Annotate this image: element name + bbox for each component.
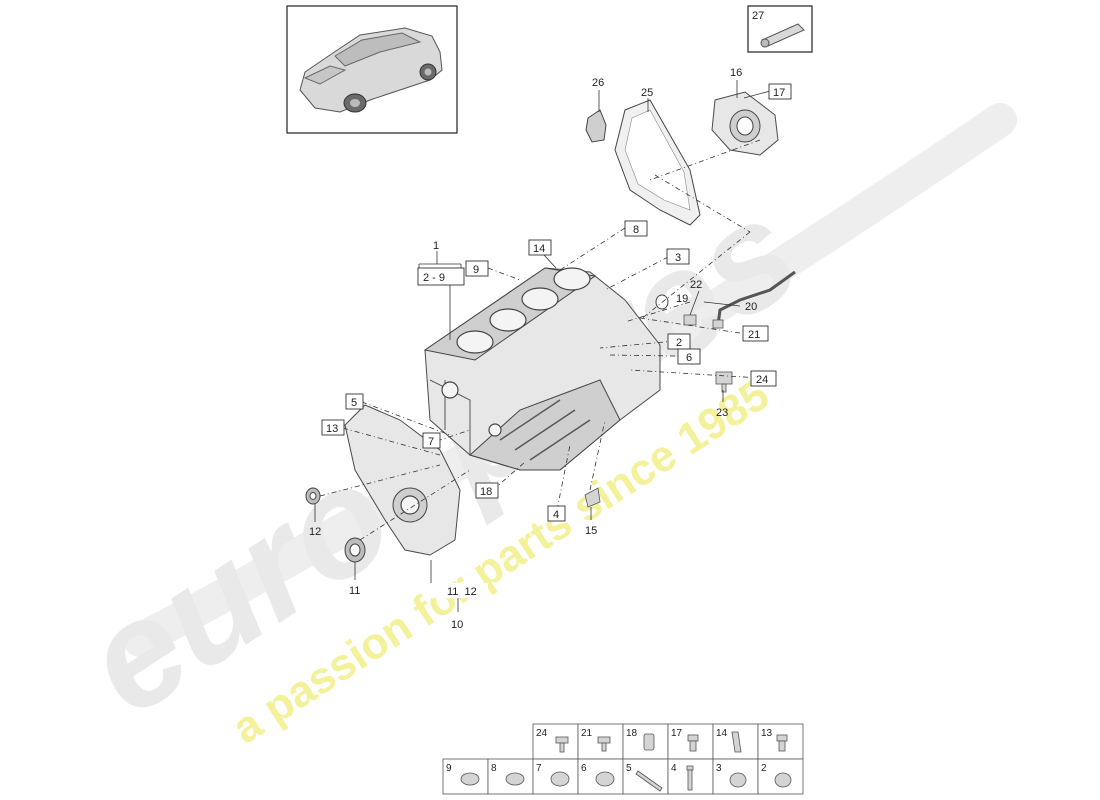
svg-text:9: 9 — [473, 264, 479, 276]
svg-text:3: 3 — [716, 763, 722, 774]
sealant-part-box: 27 — [747, 5, 813, 53]
callout-8: 8 — [624, 220, 648, 237]
callout-9: 9 — [465, 260, 489, 277]
svg-text:17: 17 — [671, 728, 683, 739]
callout-11-12: 11 12 — [430, 583, 488, 598]
svg-text:8: 8 — [633, 224, 639, 236]
sealant-tube-icon — [760, 23, 805, 48]
rear-gasket — [614, 99, 701, 226]
svg-text:7: 7 — [428, 436, 434, 448]
callouts: 1 2 - 9 9 14 8 3 2 6 — [309, 67, 792, 631]
legend-cell-2: 2 — [757, 758, 804, 795]
legend-cell-6: 6 — [577, 758, 624, 795]
callout-10: 10 — [451, 619, 463, 631]
legend-cell-8: 8 — [487, 758, 534, 795]
legend-cell-5: 5 — [622, 758, 669, 795]
bracket-26 — [585, 109, 607, 143]
legend-cell-18: 18 — [622, 723, 669, 760]
svg-text:7: 7 — [536, 763, 542, 774]
svg-text:2: 2 — [761, 763, 767, 774]
svg-text:6: 6 — [686, 352, 692, 364]
svg-text:21: 21 — [748, 329, 760, 341]
svg-text:14: 14 — [716, 728, 728, 739]
callout-24: 24 — [750, 370, 777, 387]
callout-20: 20 — [745, 301, 757, 313]
legend-cell-9: 9 — [442, 758, 489, 795]
callout-16: 16 — [730, 67, 742, 79]
svg-text:2 - 9: 2 - 9 — [423, 272, 445, 284]
svg-text:11 12: 11 12 — [447, 586, 477, 598]
sensor-22 — [683, 314, 697, 326]
engine-block — [423, 267, 661, 471]
callout-11: 11 — [349, 585, 360, 597]
callout-19: 19 — [676, 293, 688, 305]
svg-text:6: 6 — [581, 763, 587, 774]
callout-18: 18 — [475, 482, 499, 499]
callout-4: 4 — [547, 505, 566, 522]
svg-text:13: 13 — [326, 423, 338, 435]
svg-text:13: 13 — [761, 728, 773, 739]
svg-text:21: 21 — [581, 728, 593, 739]
svg-text:18: 18 — [626, 728, 638, 739]
callout-25: 25 — [641, 87, 653, 99]
svg-text:14: 14 — [533, 243, 545, 255]
callout-6: 6 — [677, 348, 701, 365]
legend-cell-24: 24 — [532, 723, 579, 760]
sensor-23 — [715, 371, 733, 393]
rear-seal-housing — [711, 91, 779, 156]
legend-grid: 24 21 18 17 14 13 — [442, 723, 804, 795]
callout-22: 22 — [690, 279, 702, 291]
callout-5: 5 — [345, 393, 364, 410]
svg-text:18: 18 — [480, 486, 492, 498]
legend-cell-7: 7 — [532, 758, 579, 795]
legend-cell-17: 17 — [667, 723, 714, 760]
plug-15 — [584, 487, 601, 508]
svg-text:24: 24 — [756, 374, 768, 386]
legend-cell-4: 4 — [667, 758, 714, 795]
callout-23: 23 — [716, 407, 728, 419]
legend-cell-13: 13 — [757, 723, 804, 760]
vehicle-thumbnail — [286, 5, 458, 134]
callout-7: 7 — [422, 432, 441, 449]
suv-thumbnail-icon — [299, 27, 443, 113]
callout-2-9: 2 - 9 — [417, 267, 465, 286]
callout-1: 1 — [433, 240, 439, 252]
svg-text:5: 5 — [626, 763, 632, 774]
callout-15: 15 — [585, 525, 597, 537]
callout-14: 14 — [528, 239, 552, 256]
oil-line — [712, 270, 796, 329]
callout-12: 12 — [309, 526, 321, 538]
svg-text:9: 9 — [446, 763, 452, 774]
legend-cell-3: 3 — [712, 758, 759, 795]
callout-27: 27 — [752, 10, 764, 22]
callout-17: 17 — [768, 83, 792, 100]
svg-text:8: 8 — [491, 763, 497, 774]
seal-11 — [344, 537, 366, 563]
svg-text:17: 17 — [773, 87, 785, 99]
svg-text:24: 24 — [536, 728, 548, 739]
legend-cell-14: 14 — [712, 723, 759, 760]
svg-text:4: 4 — [671, 763, 677, 774]
callout-26: 26 — [592, 77, 604, 89]
seal-12 — [305, 487, 321, 505]
callout-3: 3 — [666, 248, 690, 265]
svg-text:3: 3 — [675, 252, 681, 264]
svg-text:5: 5 — [351, 397, 357, 409]
legend-cell-21: 21 — [577, 723, 624, 760]
callout-2: 2 — [667, 333, 691, 350]
callout-13: 13 — [321, 419, 345, 436]
svg-text:2: 2 — [676, 337, 682, 349]
svg-text:4: 4 — [553, 509, 559, 521]
callout-21: 21 — [742, 325, 769, 342]
dash-lines — [319, 139, 761, 541]
